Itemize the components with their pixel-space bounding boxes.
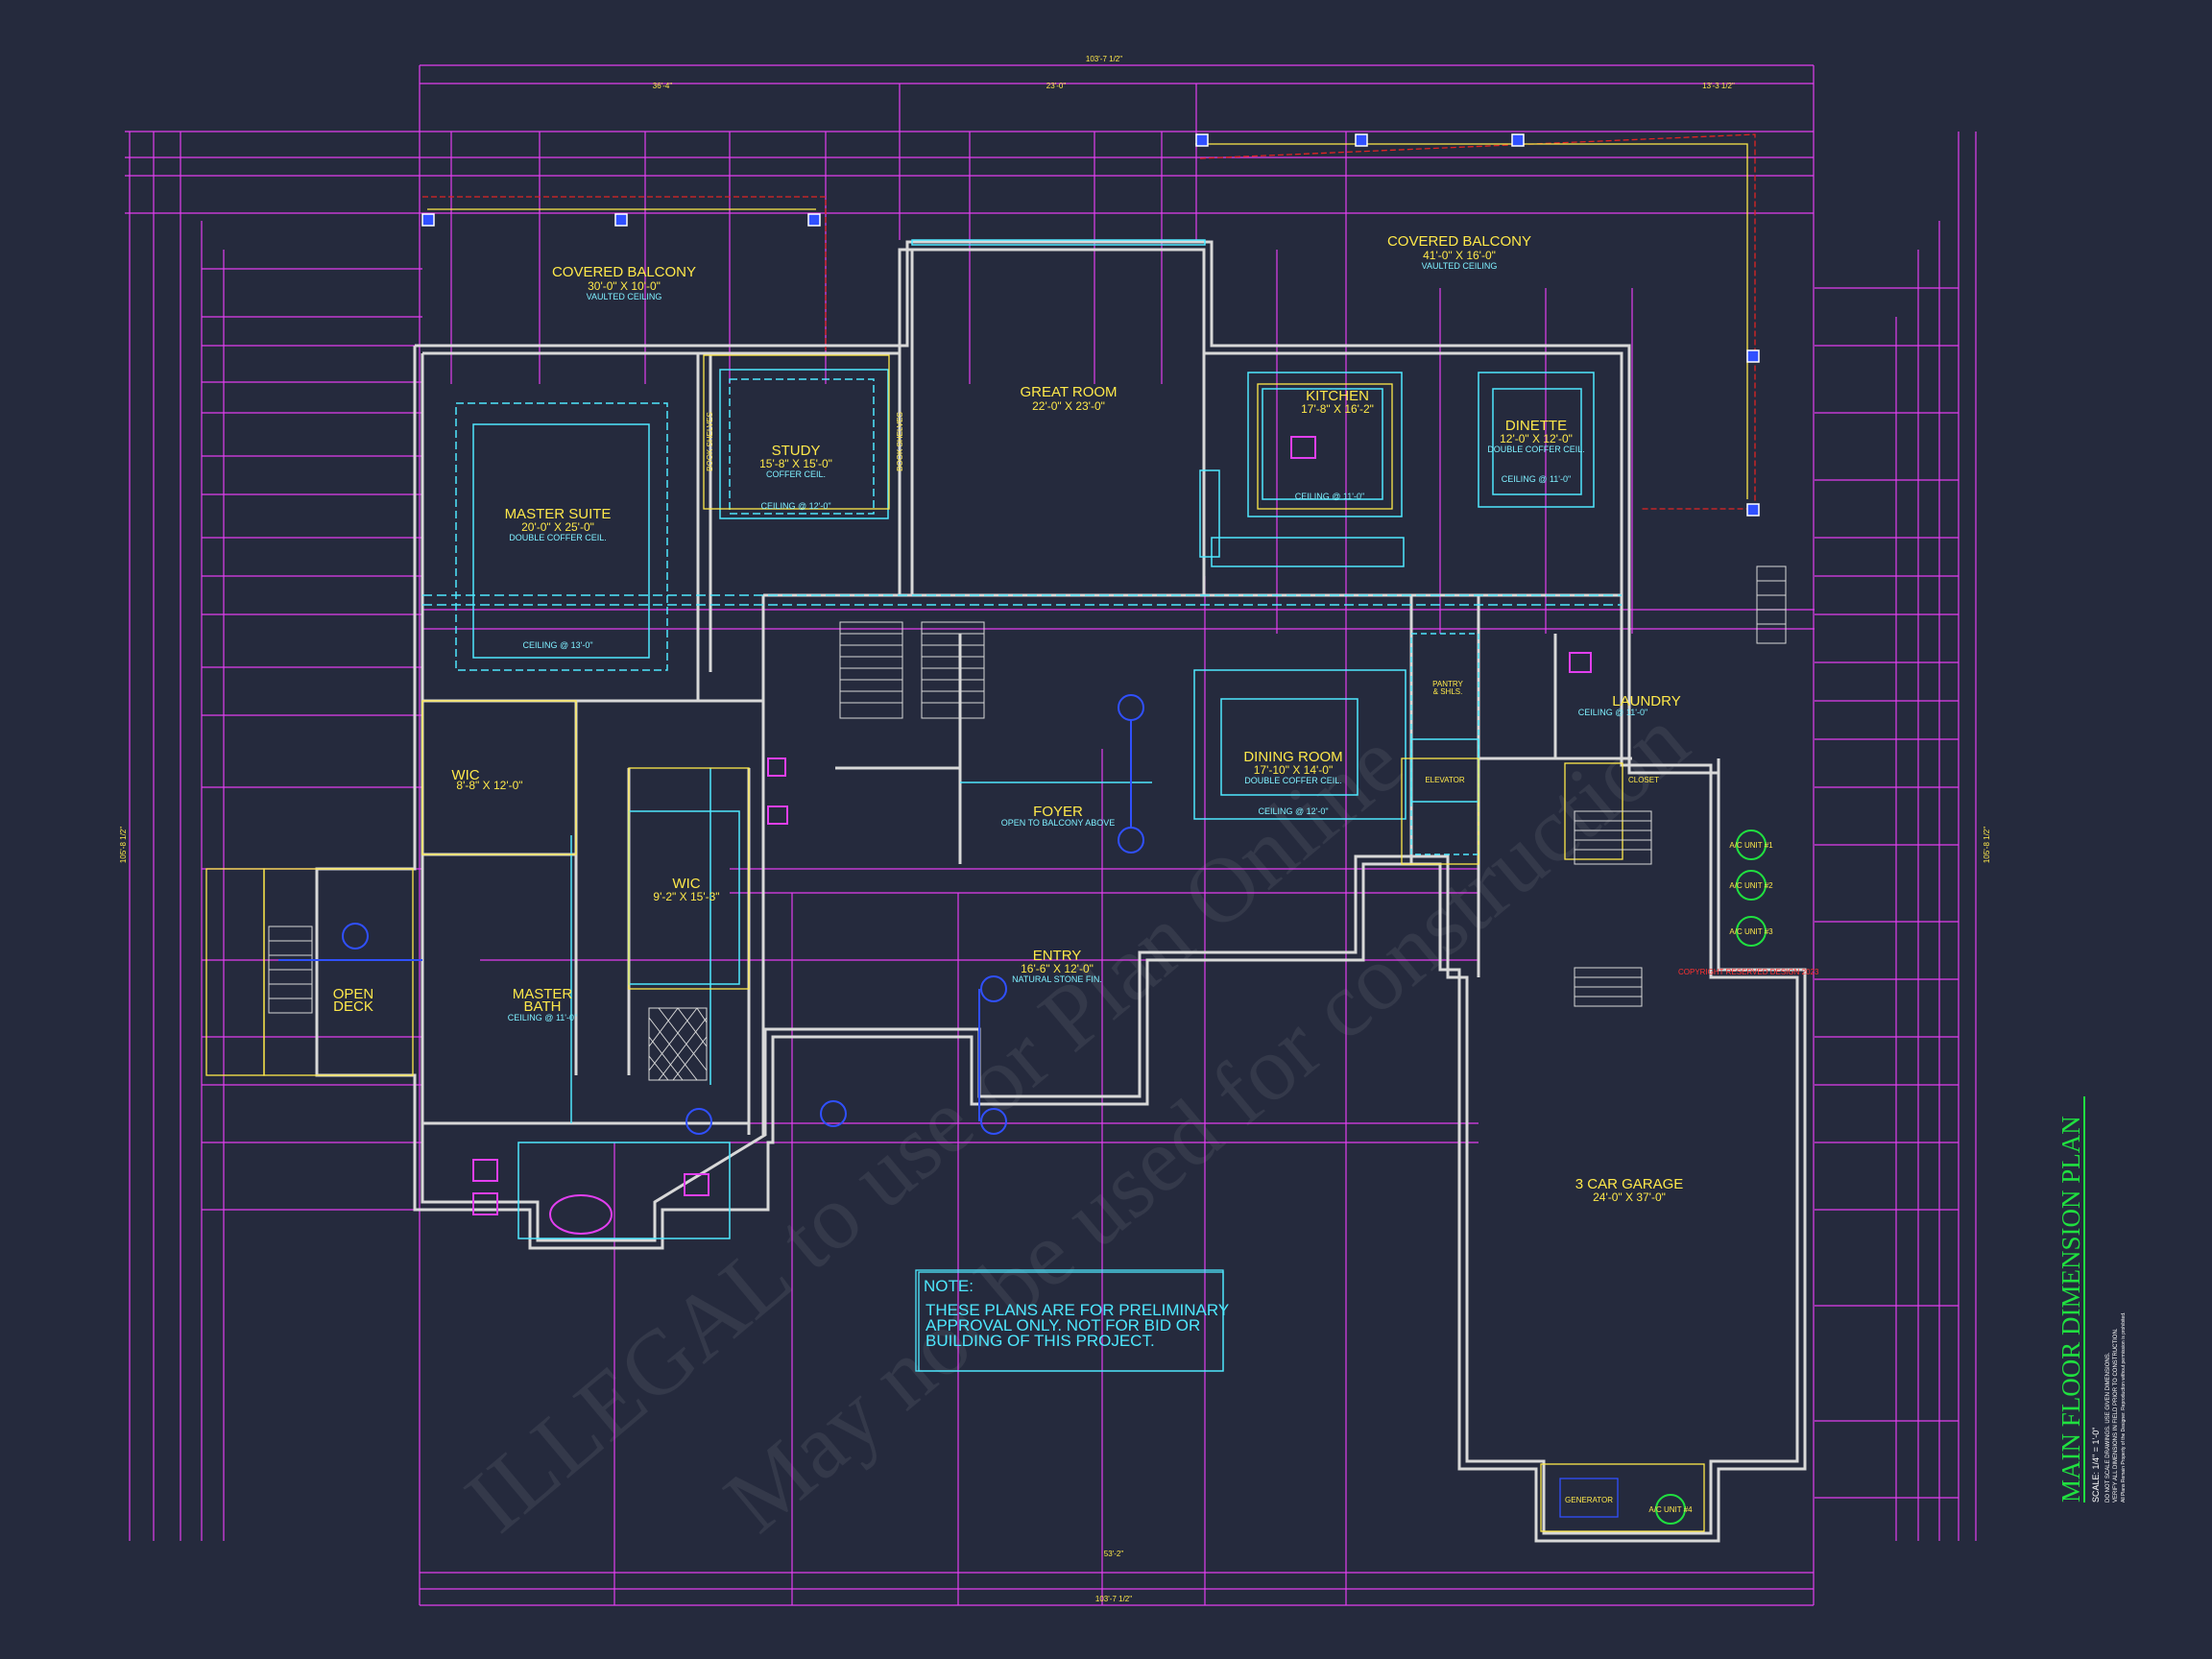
dinette-name: DINETTE [1505, 418, 1567, 434]
entry-name: ENTRY [1033, 948, 1082, 964]
shower-hatch [648, 1007, 708, 1081]
ac-unit-3: A/C UNIT #3 [1729, 927, 1773, 936]
laundry-name: LAUNDRY [1612, 693, 1680, 709]
master-suite-note: DOUBLE COFFER CEIL. [509, 533, 607, 542]
wic-left-size: 8'-8" X 12'-0" [456, 779, 522, 792]
disclaimer-line-1: DO NOT SCALE DRAWINGS. USE GIVEN DIMENSI… [2105, 1352, 2111, 1503]
note-line-1: THESE PLANS ARE FOR PRELIMINARY [926, 1301, 1229, 1319]
ceiling-lines [422, 239, 1622, 1372]
master-bath-name-2: BATH [524, 998, 562, 1015]
generator-name: GENERATOR [1565, 1496, 1613, 1504]
kitchen-name: KITCHEN [1306, 388, 1369, 404]
study-note: COFFER CEIL. [766, 469, 826, 479]
book-shelves-left: BOOK SHELVES [706, 412, 714, 471]
master-suite-ceiling: CEILING @ 13'-0" [522, 640, 592, 650]
foyer-name: FOYER [1033, 804, 1083, 820]
yellow-detail-lines [205, 133, 1756, 1532]
watermark-line-1: ILLEGAL to use or Plan Online [446, 710, 1422, 1552]
note-box: NOTE: THESE PLANS ARE FOR PRELIMINARY AP… [915, 1269, 1229, 1372]
dim-top-seg-1: 36'-4" [653, 82, 673, 90]
stairs [268, 565, 1787, 1014]
dim-bottom-mid: 53'-2" [1104, 1550, 1124, 1558]
room-labels: COVERED BALCONY 30'-0" X 10'-0" VAULTED … [333, 233, 1819, 1514]
covered-balcony-right-size: 41'-0" X 16'-0" [1423, 249, 1496, 262]
open-deck-name-2: DECK [333, 998, 373, 1015]
dim-bottom-overall: 103'-7 1/2" [1095, 1595, 1132, 1603]
foyer-note: OPEN TO BALCONY ABOVE [1001, 818, 1116, 828]
garage-name: 3 CAR GARAGE [1575, 1176, 1684, 1192]
section-markers [278, 694, 1144, 1135]
copyright-text: COPYRIGHT RESERVED DESIGN 2023 [1678, 968, 1819, 976]
dinette-ceiling: CEILING @ 11'-0" [1502, 474, 1571, 484]
dim-top-seg-2: 23'-0" [1046, 82, 1067, 90]
dim-right-overall: 105'-8 1/2" [1983, 827, 1991, 863]
book-shelves-right: BOOK SHELVES [896, 412, 904, 471]
watermark-line-2: May not be used for construction [706, 688, 1707, 1551]
covered-balcony-left-note: VAULTED CEILING [587, 292, 662, 301]
kitchen-ceiling: CEILING @ 11'-0" [1295, 492, 1364, 501]
pantry-name: PANTRY [1432, 680, 1463, 688]
drawing-title: MAIN FLOOR DIMENSION PLAN [2056, 1116, 2085, 1503]
open-deck-name: OPEN [333, 986, 374, 1002]
entry-size: 16'-6" X 12'-0" [1021, 962, 1094, 975]
entry-note: NATURAL STONE FIN. [1012, 974, 1102, 984]
study-ceiling: CEILING @ 12'-0" [760, 501, 830, 511]
scale-text: SCALE: 1/4" = 1'-0" [2091, 1428, 2101, 1503]
dimension-lines [125, 64, 1977, 1606]
master-bath-name: MASTER [513, 986, 573, 1002]
dim-left-overall: 105'-8 1/2" [119, 827, 128, 863]
ac-unit-4: A/C UNIT #4 [1648, 1505, 1693, 1514]
fixtures [472, 436, 1592, 1235]
great-room-size: 22'-0" X 23'-0" [1032, 399, 1105, 413]
note-line-3: BUILDING OF THIS PROJECT. [926, 1332, 1155, 1350]
covered-balcony-right-name: COVERED BALCONY [1387, 233, 1531, 250]
note-line-2: APPROVAL ONLY. NOT FOR BID OR [926, 1316, 1200, 1334]
kitchen-size: 17'-8" X 16'-2" [1301, 402, 1374, 416]
covered-balcony-left-size: 30'-0" X 10'-0" [588, 279, 661, 293]
dining-room-name: DINING ROOM [1243, 749, 1342, 765]
dim-top-seg-3: 13'-3 1/2" [1702, 82, 1735, 90]
great-room-name: GREAT ROOM [1020, 384, 1117, 400]
ac-unit-1: A/C UNIT #1 [1729, 841, 1773, 850]
dining-room-note: DOUBLE COFFER CEIL. [1244, 776, 1342, 785]
columns [421, 133, 1760, 517]
title-block: MAIN FLOOR DIMENSION PLAN SCALE: 1/4" = … [2056, 1096, 2127, 1503]
covered-balcony-left-name: COVERED BALCONY [552, 264, 696, 280]
disclaimer-line-3: All Plans Remain Property of the Designe… [2121, 1312, 2127, 1503]
covered-balcony-right-note: VAULTED CEILING [1422, 261, 1498, 271]
study-name: STUDY [772, 443, 821, 459]
closet-name: CLOSET [1628, 776, 1659, 784]
master-suite-name: MASTER SUITE [505, 506, 612, 522]
ac-units [1655, 830, 1767, 1525]
dinette-size: 12'-0" X 12'-0" [1500, 432, 1573, 445]
garage-size: 24'-0" X 37'-0" [1593, 1190, 1666, 1204]
pantry-note: & SHLS. [1433, 687, 1463, 696]
master-suite-size: 20'-0" X 25'-0" [521, 520, 594, 534]
master-bath-ceiling: CEILING @ 11'-0" [508, 1013, 577, 1022]
dim-top-overall: 103'-7 1/2" [1086, 55, 1122, 63]
overall-dimensions: 103'-7 1/2" 36'-4" 23'-0" 13'-3 1/2" 103… [119, 55, 1991, 1603]
laundry-ceiling: CEILING @ 11'-0" [1578, 708, 1647, 717]
dinette-note: DOUBLE COFFER CEIL. [1487, 445, 1585, 454]
elevator-name: ELEVATOR [1425, 776, 1465, 784]
dining-room-ceiling: CEILING @ 12'-0" [1258, 806, 1328, 816]
note-heading: NOTE: [924, 1277, 974, 1295]
wic-center-size: 9'-2" X 15'-3" [653, 890, 719, 903]
ac-unit-2: A/C UNIT #2 [1729, 881, 1773, 890]
study-size: 15'-8" X 15'-0" [759, 457, 832, 470]
wic-center-name: WIC [672, 876, 700, 892]
disclaimer-line-2: VERIFY ALL DIMENSIONS IN FIELD PRIOR TO … [2113, 1328, 2119, 1503]
dining-room-size: 17'-10" X 14'-0" [1254, 763, 1333, 777]
wic-left-name: WIC [451, 767, 479, 783]
